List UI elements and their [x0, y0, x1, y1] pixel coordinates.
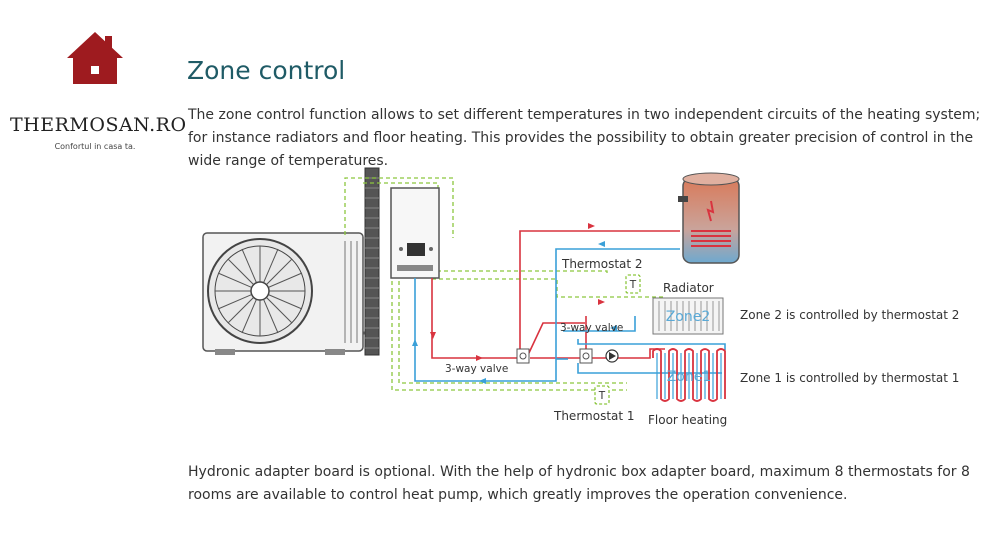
hot-water-tank — [678, 172, 740, 264]
pump-icon — [605, 349, 619, 363]
radiator: Zone2 — [652, 297, 724, 335]
svg-text:T: T — [629, 279, 637, 291]
thermostat-2: T — [625, 274, 641, 294]
floor-heating-coil: Zone1 — [652, 348, 726, 402]
thermostat-1: T — [594, 385, 610, 405]
floor-heating-label: Floor heating — [648, 413, 727, 427]
indoor-unit — [390, 187, 440, 279]
three-way-valve-2 — [579, 348, 593, 364]
zone-2-label: Zone2 — [666, 309, 711, 325]
brand-name: THERMOSAN.RO — [10, 114, 187, 136]
zone-1-description: Zone 1 is controlled by thermostat 1 — [740, 371, 959, 385]
page-title: Zone control — [187, 56, 346, 85]
three-way-valve-lower-label: 3-way valve — [445, 363, 508, 375]
brand-tagline: Confortul in casa ta. — [54, 142, 136, 151]
three-way-valve-upper-label: 3-way valve — [560, 322, 623, 334]
radiator-label: Radiator — [663, 281, 714, 295]
house-icon — [67, 32, 123, 84]
intro-paragraph: The zone control function allows to set … — [188, 107, 981, 169]
outdoor-unit — [202, 232, 364, 355]
flow-arrows — [412, 223, 617, 384]
thermostat-1-label: Thermostat 1 — [553, 409, 635, 423]
brick-wall — [364, 167, 380, 356]
thermostat-2-label: Thermostat 2 — [561, 257, 643, 271]
svg-text:T: T — [598, 390, 606, 402]
signal-lines — [344, 177, 663, 391]
zone-control-diagram: T T Zone2 Zone1 — [202, 167, 959, 427]
zone-1-label: Zone1 — [667, 369, 712, 385]
zone-2-description: Zone 2 is controlled by thermostat 2 — [740, 308, 959, 322]
three-way-valve-1 — [516, 348, 530, 364]
brand-logo[interactable]: THERMOSAN.RO Confortul in casa ta. — [10, 30, 187, 151]
footer-paragraph: Hydronic adapter board is optional. With… — [188, 464, 970, 503]
